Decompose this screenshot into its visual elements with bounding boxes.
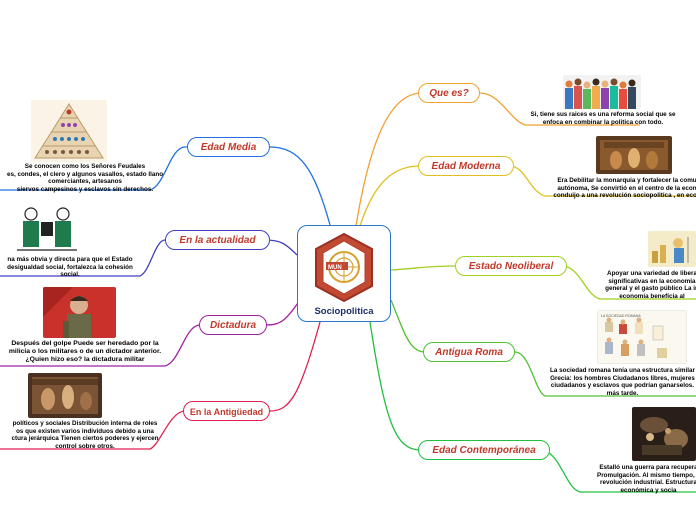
text-edad-media: Se conocen como los Señores Feudales es,…: [6, 163, 164, 193]
inequality-illustration-image: [11, 204, 84, 255]
node-edad-moderna[interactable]: Edad Moderna: [418, 156, 514, 176]
central-title: Sociopolitica: [314, 306, 374, 317]
central-topic[interactable]: MUN Sociopolitica: [297, 225, 391, 322]
node-edad-contemporanea[interactable]: Edad Contemporánea: [418, 440, 550, 460]
node-edad-media[interactable]: Edad Media: [187, 137, 270, 157]
text-edad-moderna: Era Debilitar la monarquia y fortalecer …: [553, 177, 696, 200]
text-edad-contemporanea: Estalló una guerra para recupera Promulg…: [597, 464, 696, 494]
node-en-la-antiguedad[interactable]: En la Antigüedad: [183, 401, 270, 421]
neoliberal-image: [648, 231, 696, 267]
crowd-image: [563, 75, 641, 109]
connector-antigua-roma: [390, 299, 696, 397]
connector-edad-media: [0, 146, 331, 226]
text-dictadura: Después del golpe Puede ser heredado por…: [8, 340, 162, 364]
connector-antiguedad: [0, 321, 321, 450]
node-en-la-actualidad[interactable]: En la actualidad: [165, 230, 270, 250]
painting-moderna-image: [596, 136, 672, 174]
text-antigua-roma: La sociedad romana tenía una estructura …: [550, 367, 695, 397]
svg-text:LA SOCIEDAD ROMANA: LA SOCIEDAD ROMANA: [601, 314, 641, 318]
node-estado-neoliberal[interactable]: Estado Neoliberal: [455, 256, 567, 276]
ancient-scene-image: [28, 373, 102, 418]
un-emblem-icon: MUN: [315, 232, 373, 303]
dictator-portrait-image: [43, 287, 116, 338]
node-que-es[interactable]: Que es?: [418, 83, 480, 103]
contemporary-painting-image: [632, 407, 696, 461]
text-en-la-antiguedad: políticos y sociales Distribución intern…: [11, 420, 159, 450]
text-en-la-actualidad: na más obvia y directa para que el Estad…: [7, 256, 133, 279]
text-estado-neoliberal: Apoyar una variedad de libera significat…: [605, 270, 696, 300]
node-antigua-roma[interactable]: Antigua Roma: [423, 342, 515, 362]
text-que-es: Si, tiene sus raices es una reforma soci…: [530, 111, 676, 126]
feudal-pyramid-image: [31, 100, 107, 162]
svg-text:MUN: MUN: [328, 265, 342, 271]
node-dictadura[interactable]: Dictadura: [199, 315, 267, 335]
roman-society-image: LA SOCIEDAD ROMANA: [597, 310, 687, 364]
